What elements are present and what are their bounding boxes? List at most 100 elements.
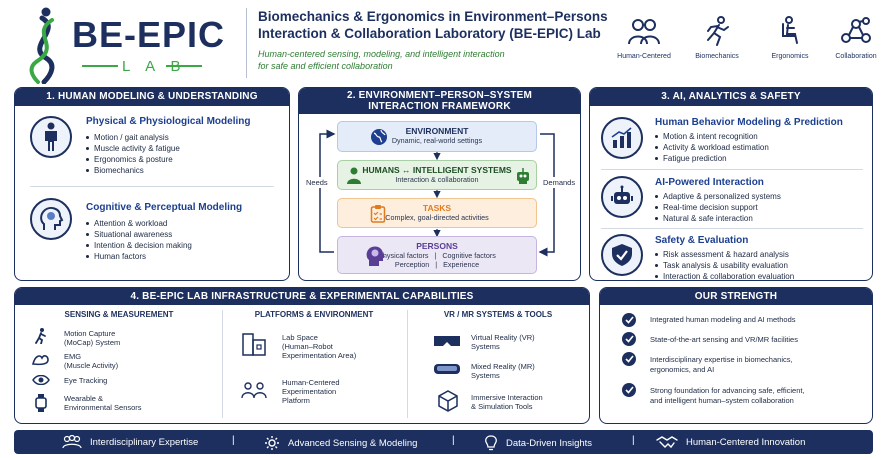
cognitive-icon-circle bbox=[30, 198, 72, 240]
item-line: Immersive Interaction bbox=[471, 393, 543, 402]
footer-separator: | bbox=[452, 435, 455, 446]
footer-item: Human-Centered Innovation bbox=[656, 435, 805, 449]
strength-item: Interdisciplinary expertise in biomechan… bbox=[650, 355, 875, 375]
mr-item: Mixed Reality (MR)Systems bbox=[471, 362, 535, 380]
physical-list: Motion / gait analysis Muscle activity &… bbox=[86, 132, 180, 176]
title-line-1: Biomechanics & Ergonomics in Environment… bbox=[258, 9, 608, 24]
list-item: Real-time decision support bbox=[655, 202, 781, 213]
header-icon-label: Biomechanics bbox=[695, 53, 739, 60]
human-body-icon bbox=[45, 122, 57, 151]
item-line: Human-Centered bbox=[282, 378, 340, 387]
sensing-title: SENSING & MEASUREMENT bbox=[64, 310, 174, 319]
header-title: Biomechanics & Ergonomics in Environment… bbox=[258, 8, 618, 72]
tasks-title: TASKS bbox=[422, 203, 452, 213]
check-icon bbox=[622, 352, 636, 366]
list-item: Activity & workload estimation bbox=[655, 142, 769, 153]
environment-title: ENVIRONMENT bbox=[405, 126, 469, 136]
header-divider bbox=[246, 8, 247, 78]
team-icon bbox=[62, 435, 82, 449]
vr-item: Virtual Reality (VR)Systems bbox=[471, 333, 535, 351]
footer-label: Data-Driven Insights bbox=[506, 437, 593, 449]
item-line: Motion Capture bbox=[64, 329, 116, 338]
footer-label: Human-Centered Innovation bbox=[686, 436, 806, 448]
item-line: and intelligent human–system collaborati… bbox=[650, 396, 794, 405]
footer-separator: | bbox=[632, 435, 635, 446]
tasks-box: TASKS Complex, goal-directed activities bbox=[337, 198, 537, 228]
item-line: ergonomics, and AI bbox=[650, 365, 715, 374]
item-line: Interdisciplinary expertise in biomechan… bbox=[650, 355, 793, 364]
list-item: Intention & decision making bbox=[86, 240, 192, 251]
check-icon bbox=[622, 313, 636, 327]
check-icon bbox=[622, 383, 636, 397]
emg-item: EMG(Muscle Activity) bbox=[64, 352, 118, 370]
panel-title: OUR STRENGTH bbox=[600, 288, 872, 305]
logo-main-text: BE-EPIC bbox=[72, 14, 226, 55]
header-icon-biomechanics: Biomechanics bbox=[682, 16, 752, 60]
lightbulb-icon bbox=[485, 435, 497, 451]
behavior-icon-circle bbox=[601, 117, 643, 159]
group-people-icon bbox=[241, 382, 267, 399]
list-item: Fatigue prediction bbox=[655, 153, 769, 164]
panel-title: 2. ENVIRONMENT–PERSON–SYSTEM INTERACTION… bbox=[299, 88, 580, 114]
environment-sub: Dynamic, real-world settings bbox=[391, 136, 483, 145]
panel-title-line-2: INTERACTION FRAMEWORK bbox=[368, 101, 511, 112]
mocap-item: Motion Capture(MoCap) System bbox=[64, 329, 120, 347]
ai-interaction-list: Adaptive & personalized systems Real-tim… bbox=[655, 191, 781, 224]
footer-label: Interdisciplinary Expertise bbox=[90, 436, 199, 448]
eye-icon bbox=[32, 375, 50, 385]
physical-icon-circle bbox=[30, 116, 72, 158]
strength-item: Strong foundation for advancing safe, ef… bbox=[650, 386, 875, 406]
robot-icon bbox=[611, 185, 633, 204]
item-line: Mixed Reality (MR) bbox=[471, 362, 535, 371]
item-line: & Simulation Tools bbox=[471, 402, 533, 411]
environment-box: ENVIRONMENT Dynamic, real-world settings bbox=[337, 121, 537, 152]
eye-tracking-item: Eye Tracking bbox=[64, 376, 107, 385]
item-line: State-of-the-art sensing and VR/MR facil… bbox=[650, 335, 798, 344]
person-icon bbox=[347, 167, 361, 184]
item-line: EMG bbox=[64, 352, 82, 361]
handshake-icon bbox=[656, 436, 678, 449]
col-divider-2 bbox=[407, 310, 408, 418]
item-line: Integrated human modeling and AI methods bbox=[650, 315, 796, 324]
list-item: Motion / gait analysis bbox=[86, 132, 180, 143]
behavior-title: Human Behavior Modeling & Prediction bbox=[655, 117, 843, 128]
building-icon bbox=[242, 333, 266, 356]
header-icon-collaboration: Collaboration bbox=[826, 16, 886, 60]
list-item: Motion & intent recognition bbox=[655, 131, 769, 142]
list-item: Ergonomics & posture bbox=[86, 154, 180, 165]
panel1-divider bbox=[30, 186, 274, 187]
header-icon-ergonomics: Ergonomics bbox=[760, 16, 820, 60]
check-icon bbox=[622, 332, 636, 346]
safety-icon-circle bbox=[601, 234, 643, 276]
humans-systems-title: HUMANS ↔ INTELLIGENT SYSTEMS bbox=[362, 165, 512, 175]
persons-sub-2: Perception | Experience bbox=[394, 260, 480, 269]
demands-label: Demands bbox=[543, 177, 576, 188]
cognitive-list: Attention & workload Situational awarene… bbox=[86, 218, 192, 262]
item-line: Systems bbox=[471, 342, 500, 351]
cognitive-title: Cognitive & Perceptual Modeling bbox=[86, 202, 243, 213]
persons-box: PERSONS Physical factors | Cognitive fac… bbox=[337, 236, 537, 274]
immersive-item: Immersive Interaction& Simulation Tools bbox=[471, 393, 543, 411]
seated-person-icon bbox=[782, 16, 798, 44]
mr-goggles-icon bbox=[434, 364, 460, 374]
item-line: Platform bbox=[282, 396, 310, 405]
list-item: Adaptive & personalized systems bbox=[655, 191, 781, 202]
logo: BE-EPIC L A B bbox=[14, 6, 239, 84]
tagline-line-1: Human-centered sensing, modeling, and in… bbox=[258, 49, 505, 59]
footer-separator: | bbox=[232, 435, 235, 446]
walking-person-icon bbox=[35, 328, 46, 344]
logo-sub-text: L A B bbox=[122, 58, 187, 75]
strength-item: Integrated human modeling and AI methods bbox=[650, 315, 875, 325]
item-line: (MoCap) System bbox=[64, 338, 121, 347]
footer-bar: Interdisciplinary Expertise | Advanced S… bbox=[14, 430, 873, 454]
item-line: Strong foundation for advancing safe, ef… bbox=[650, 386, 805, 395]
smartwatch-icon bbox=[35, 394, 47, 412]
item-line: Lab Space bbox=[282, 333, 318, 342]
robot-icon bbox=[517, 168, 529, 184]
head-brain-icon bbox=[366, 246, 385, 266]
cycle-arrows bbox=[319, 129, 555, 257]
vr-mr-title: VR / MR SYSTEMS & TOOLS bbox=[443, 310, 553, 319]
list-item: Biomechanics bbox=[86, 165, 180, 176]
header-icon-label: Human-Centered bbox=[617, 53, 671, 60]
